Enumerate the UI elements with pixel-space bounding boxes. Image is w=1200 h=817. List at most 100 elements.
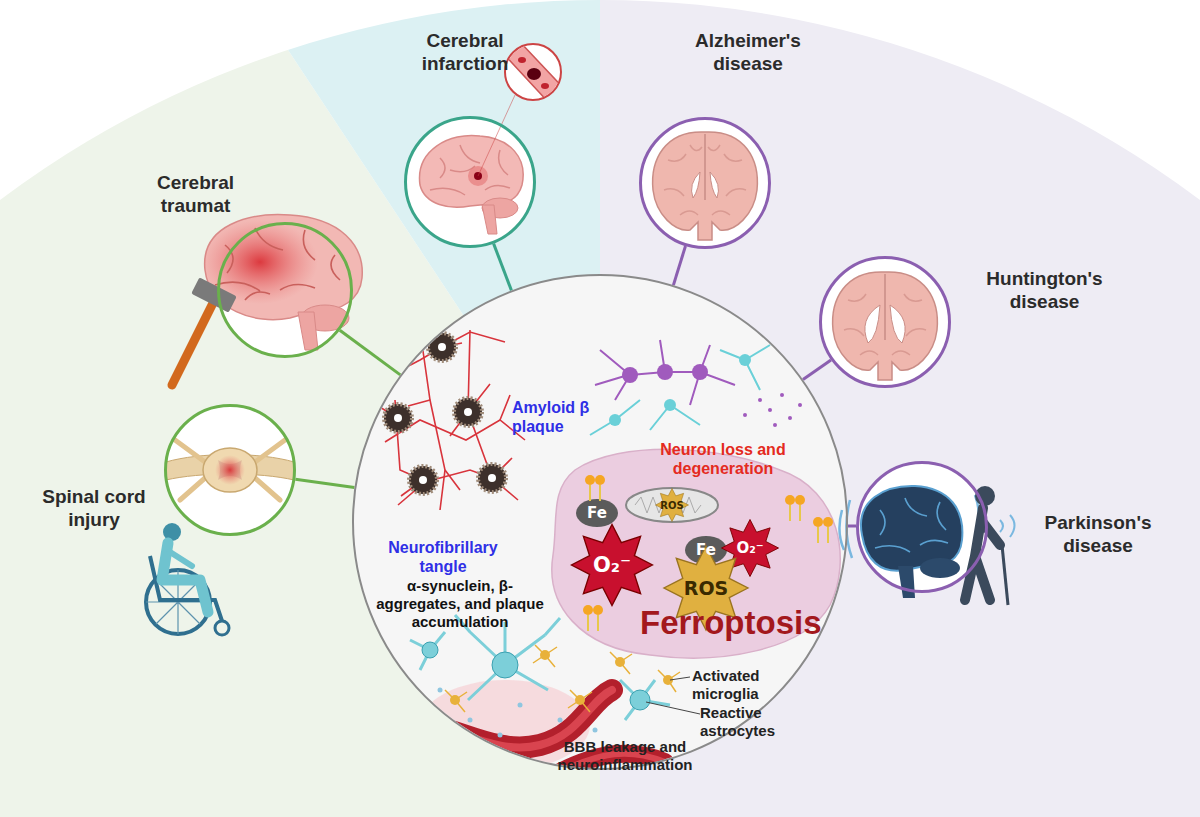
connector-line	[803, 360, 831, 380]
degenerating-neurons	[743, 413, 747, 417]
brain-side-view	[420, 135, 524, 234]
lipid-peroxide	[583, 605, 593, 615]
lipid-peroxide	[585, 475, 595, 485]
degenerating-neurons	[692, 364, 708, 380]
spinal-cord-section	[175, 440, 285, 500]
disease-heading: Huntington's disease	[972, 268, 1117, 314]
circle-fill	[641, 119, 769, 247]
amyloid-plaque	[478, 464, 506, 492]
degenerating-neurons	[758, 398, 762, 402]
circle-fill	[353, 275, 847, 769]
cell-symbol-label: ROS	[660, 500, 683, 511]
connector-line	[494, 244, 512, 291]
wheelchair-icon	[215, 621, 229, 635]
microglia	[575, 695, 585, 705]
microglia	[615, 657, 625, 667]
degenerating-neurons	[657, 364, 673, 380]
microglia	[540, 650, 550, 660]
spinal-cord-section	[203, 448, 257, 492]
leader-line	[646, 677, 700, 714]
disease-heading: Spinal cord injury	[42, 486, 146, 532]
tremor-brain	[839, 486, 979, 598]
brain-coronal-section	[865, 305, 905, 343]
degenerating-neurons	[590, 340, 802, 435]
connector-line	[295, 479, 354, 487]
microglia	[450, 695, 460, 705]
disease-circle: Parkinson's disease	[856, 461, 988, 593]
central-circle: Amyloid β plaqueNeuron loss and degenera…	[352, 274, 848, 770]
injured-brain	[215, 228, 340, 300]
tangle-fibres	[378, 332, 505, 382]
circle-fill	[406, 118, 534, 246]
brain-coronal-section	[884, 274, 886, 340]
amyloid-plaque	[488, 474, 496, 482]
amyloid-plaque	[438, 343, 446, 351]
disease-circle: Cerebral traumat	[217, 222, 353, 358]
injured-brain	[298, 312, 318, 350]
lipid-peroxide	[813, 517, 823, 527]
degenerating-neurons	[595, 340, 735, 405]
connector-line	[340, 330, 401, 375]
amyloid-plaque	[419, 476, 427, 484]
vessel-zoom-bubble	[478, 95, 515, 176]
degenerating-neurons	[590, 345, 770, 435]
disease-heading: Cerebral traumat	[138, 172, 253, 218]
amyloid-plaque	[384, 404, 412, 432]
parkinson-person	[1002, 545, 1008, 605]
leaked-molecule	[558, 718, 563, 723]
disease-heading: Parkinson's disease	[1028, 512, 1168, 558]
cell-label: Reactive astrocytes	[700, 704, 800, 740]
degenerating-neurons	[622, 367, 638, 383]
vessel-zoom-bubble	[500, 42, 570, 104]
tremor-brain	[861, 486, 962, 571]
lipid-peroxide	[823, 517, 833, 527]
cell-symbol-label: ROS	[684, 577, 728, 599]
leaked-molecule	[498, 733, 503, 738]
connector-line	[673, 246, 685, 285]
brain-coronal-section	[844, 294, 926, 355]
tangle-fibres	[378, 325, 525, 510]
circle-fill	[166, 406, 294, 534]
hammer-icon	[191, 277, 237, 312]
cell-symbol-label: O₂⁻	[736, 539, 763, 557]
disease-heading: Alzheimer's disease	[678, 30, 818, 76]
disease-circle: Huntington's disease	[819, 256, 951, 388]
astrocyte	[422, 642, 438, 658]
spinal-cord-section	[166, 440, 294, 500]
astrocyte	[492, 652, 518, 678]
leaked-molecule	[438, 688, 598, 738]
vessel-zoom-bubble	[518, 57, 526, 63]
tremor-brain	[875, 498, 948, 552]
astrocyte	[630, 690, 650, 710]
ferroptotic-cell	[626, 488, 718, 522]
degenerating-neurons	[739, 354, 751, 366]
vessel-zoom-bubble	[505, 44, 561, 100]
cell-symbol-label: Fe	[587, 504, 607, 522]
lipid-peroxide	[795, 495, 805, 505]
brain-coronal-section	[653, 132, 758, 240]
circle-fill	[166, 118, 986, 769]
injured-brain	[202, 215, 362, 350]
lipid-peroxide	[595, 475, 605, 485]
pathology-label: Neurofibrillary tangle	[388, 538, 498, 576]
wheelchair-icon	[162, 543, 208, 612]
astrocyte	[620, 680, 670, 720]
degenerating-neurons	[788, 416, 792, 420]
vessel-zoom-bubble	[500, 42, 570, 104]
hammer-icon	[172, 303, 213, 385]
wheelchair-icon	[146, 523, 229, 635]
pathology-label: α-synuclein, β- aggregates, and plaque a…	[370, 577, 550, 631]
leaked-molecule	[468, 718, 473, 723]
amyloid-plaque	[454, 398, 482, 426]
cell-label: Activated microglia	[692, 667, 792, 703]
brain-coronal-section	[653, 132, 758, 240]
wheelchair-icon	[170, 552, 192, 566]
circle-fill	[821, 258, 949, 386]
brain-coronal-section	[833, 272, 938, 380]
disease-circle: Cerebral infarction	[404, 116, 536, 248]
ferroptotic-cell	[656, 489, 689, 522]
